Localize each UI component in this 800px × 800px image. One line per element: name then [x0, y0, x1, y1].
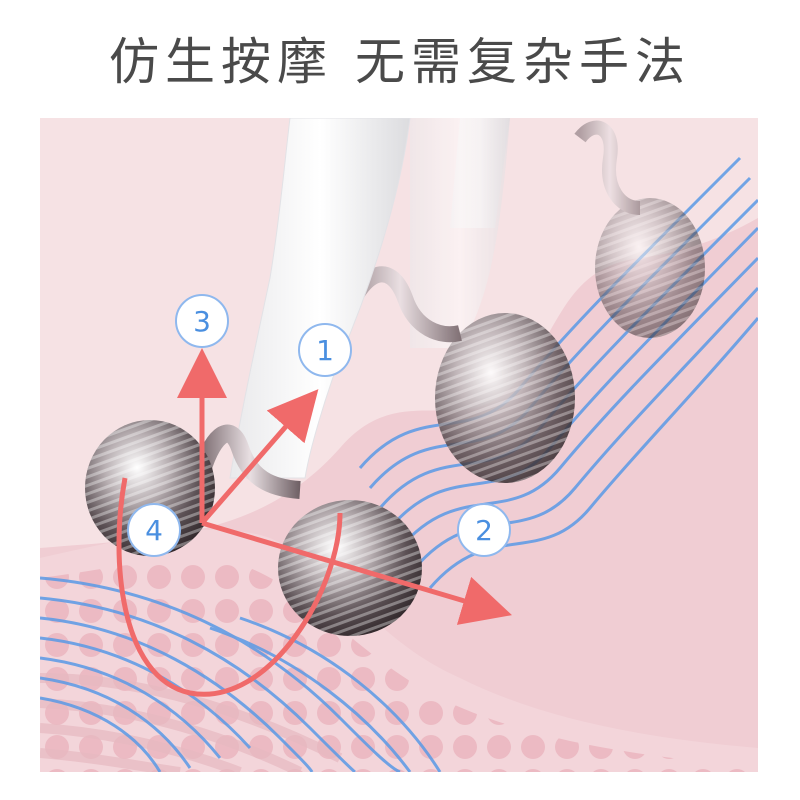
- step-badge-2: 2: [457, 503, 511, 557]
- massage-illustration: 3 1 4 2: [40, 118, 758, 772]
- arrow-curve: [116, 477, 343, 697]
- step-number-1: 1: [316, 334, 334, 367]
- step-badge-1: 1: [298, 323, 352, 377]
- roller-neck: [191, 424, 301, 499]
- massage-diagram: 3 1 4 2: [40, 118, 758, 772]
- arrow-diagonal: [200, 389, 319, 525]
- roller-handle: [229, 118, 411, 479]
- step-number-2: 2: [475, 514, 493, 547]
- arrow-right: [201, 520, 512, 625]
- step-badge-4: 4: [127, 503, 181, 557]
- step-badge-3: 3: [175, 294, 229, 348]
- step-number-3: 3: [193, 305, 211, 338]
- step-number-4: 4: [145, 514, 163, 547]
- direction-arrows: [116, 348, 512, 697]
- headline: 仿生按摩 无需复杂手法: [109, 33, 691, 91]
- ghost-roller-mid: [332, 118, 575, 483]
